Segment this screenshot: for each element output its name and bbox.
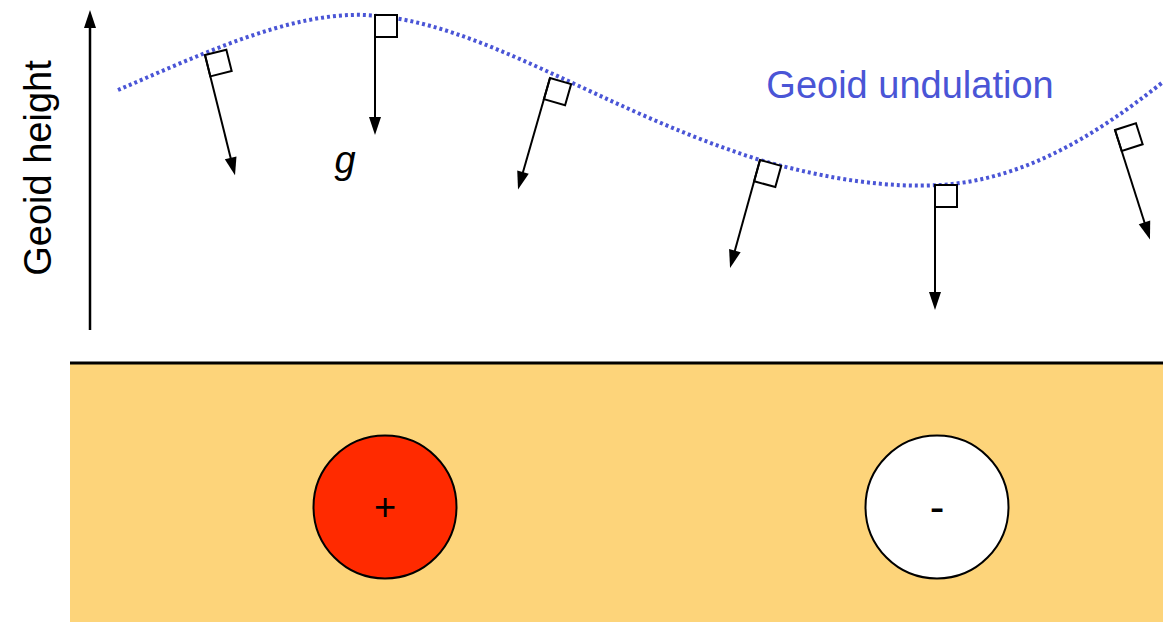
surface-line <box>70 362 1163 365</box>
gravity-symbol: g <box>334 141 355 179</box>
earth-band <box>70 363 1163 622</box>
axis-arrow <box>84 10 96 330</box>
mass-anomaly-circle: + <box>312 434 458 580</box>
gravity-arrow <box>929 185 957 310</box>
curve-label: Geoid undulation <box>766 66 1053 104</box>
gravity-arrow <box>1109 123 1163 241</box>
gravity-arrow <box>512 76 571 195</box>
geoid-curve <box>118 15 1163 186</box>
gravity-arrow <box>369 15 397 135</box>
gravity-arrow <box>199 50 256 177</box>
axis-label: Geoid height <box>19 60 57 276</box>
mass-anomaly-circle: - <box>864 434 1010 580</box>
sign-symbol: - <box>930 485 945 529</box>
sign-symbol: + <box>374 488 396 526</box>
gravity-arrow <box>724 158 781 273</box>
